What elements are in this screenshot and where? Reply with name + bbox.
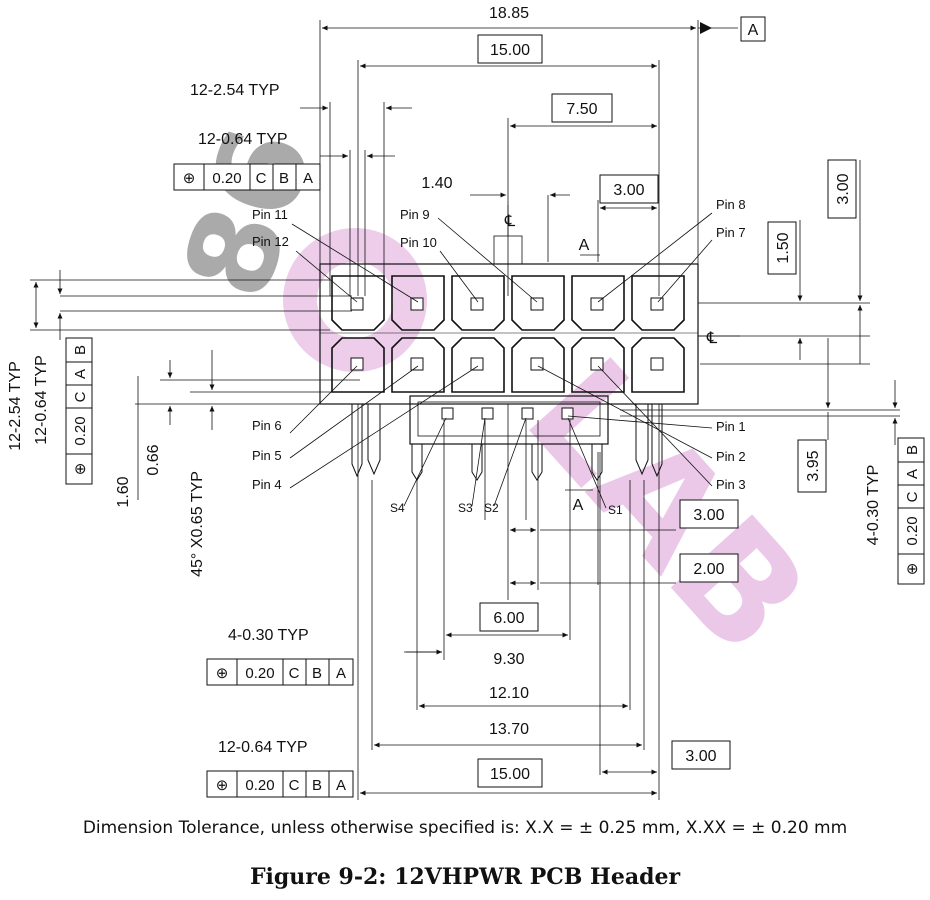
dim-pitch-top: 3.00 [613, 182, 644, 199]
signal-label-s3: S3 [458, 501, 473, 515]
pin-label-12: Pin 12 [252, 234, 289, 249]
dim-peg-typ-left: 4-0.30 TYP [228, 627, 309, 644]
fcf-ref-c: C [72, 391, 89, 402]
fcf-ref-b: B [312, 665, 322, 682]
pin-label-4: Pin 4 [252, 477, 282, 492]
pin-labels: Pin 11 Pin 12 Pin 9 Pin 10 Pin 8 Pin 7 P… [252, 197, 746, 492]
fcf-ref-a: A [336, 665, 346, 682]
fcf-symbol: ⊕ [216, 665, 229, 682]
fcf-right-vertical: ⊕ 0.20 C A B [897, 437, 925, 585]
dimension-lines [30, 20, 900, 800]
fcf-ref-a: A [336, 777, 346, 794]
pin-label-2: Pin 2 [716, 449, 746, 464]
fcf-ref-a: A [303, 170, 313, 187]
dim-body-width: 15.00 [490, 42, 530, 59]
dim-typ-pitch-left: 12-2.54 TYP [7, 361, 24, 451]
fcf-tol: 0.20 [72, 416, 89, 445]
pin-squares [350, 297, 664, 420]
fcf-tol: 0.20 [212, 170, 241, 187]
dim-height-150: 1.50 [775, 232, 792, 263]
fcf-ref-b: B [312, 777, 322, 794]
fcf-ref-c: C [289, 665, 300, 682]
watermark-pink-text: LAB [493, 328, 840, 687]
pin-leaders [289, 212, 713, 509]
dim-height-300: 3.00 [835, 173, 852, 204]
pin-label-6: Pin 6 [252, 418, 282, 433]
fcf-bottom-left-1: ⊕ 0.20 C B A [206, 658, 354, 686]
fcf-ref-a: A [904, 469, 921, 479]
fcf-ref-c: C [289, 777, 300, 794]
dim-pin-typ-bottom: 12-0.64 TYP [218, 739, 308, 756]
dim-600: 6.00 [493, 610, 524, 627]
dim-right-200: 2.00 [693, 561, 724, 578]
latch-outline [409, 395, 609, 445]
pin-label-8: Pin 8 [716, 197, 746, 212]
dim-160: 1.60 [115, 476, 132, 507]
signal-label-s1: S1 [608, 503, 623, 517]
dimension-texts: 18.85 15.00 7.50 3.00 1.40 ℄ A ℄ 12-2.54… [7, 5, 882, 788]
fcf-ref-b: B [279, 170, 289, 187]
dim-1370: 13.70 [489, 721, 529, 738]
dim-1210: 12.10 [489, 685, 529, 702]
pin-label-3: Pin 3 [716, 477, 746, 492]
fcf-symbol: ⊕ [183, 170, 196, 187]
dim-height-395: 3.95 [805, 450, 822, 481]
signal-label-s2: S2 [484, 501, 499, 515]
dim-typ-pin-left: 12-0.64 TYP [33, 355, 50, 445]
tolerance-note: Dimension Tolerance, unless otherwise sp… [82, 818, 848, 838]
fcf-top-left: ⊕ 0.20 C B A [173, 163, 321, 191]
signal-label-s4: S4 [390, 501, 405, 515]
centerline-right: ℄ [706, 330, 718, 347]
datum-a-label: A [748, 22, 759, 39]
dim-bottom-300: 3.00 [685, 748, 716, 765]
fcf-left-vertical: ⊕ 0.20 C A B [65, 337, 93, 485]
pin-label-1: Pin 1 [716, 419, 746, 434]
fcf-ref-b: B [904, 445, 921, 455]
centerline-top: ℄ [504, 213, 516, 230]
fcf-symbol: ⊕ [216, 777, 229, 794]
datum-a-bottom: A [573, 497, 584, 514]
pin-label-9: Pin 9 [400, 207, 430, 222]
dim-066: 0.66 [145, 444, 162, 475]
signal-labels: S4 S3 S2 S1 [390, 501, 623, 517]
fcf-ref-a: A [72, 369, 89, 379]
dim-overall-width: 18.85 [489, 5, 529, 22]
pin-label-10: Pin 10 [400, 235, 437, 250]
fcf-ref-c: C [256, 170, 267, 187]
cavities-bottom-row [331, 337, 685, 393]
dim-chamfer: 45° X0.65 TYP [189, 471, 206, 577]
pcb-tails [351, 404, 663, 481]
fcf-ref-c: C [904, 491, 921, 502]
fcf-bottom-left-2: ⊕ 0.20 C B A [206, 770, 354, 798]
fcf-tol: 0.20 [245, 665, 274, 682]
pin-label-5: Pin 5 [252, 448, 282, 463]
fcf-symbol: ⊕ [72, 463, 89, 476]
fcf-symbol: ⊕ [904, 563, 921, 576]
fcf-tol: 0.20 [904, 516, 921, 545]
watermark-pink-ring [283, 228, 427, 372]
fcf-ref-b: B [72, 345, 89, 355]
dim-right-300: 3.00 [693, 507, 724, 524]
datum-a-top: A [579, 237, 590, 254]
pin-label-7: Pin 7 [716, 225, 746, 240]
dim-930: 9.30 [493, 651, 524, 668]
dim-typ-pitch-top: 12-2.54 TYP [190, 82, 280, 99]
datum-a-flag: A [700, 16, 766, 42]
pin-label-11: Pin 11 [252, 207, 288, 222]
dim-peg-typ-right: 4-0.30 TYP [865, 465, 882, 546]
figure-caption: Figure 9-2: 12VHPWR PCB Header [249, 864, 681, 890]
dim-offset-140: 1.40 [421, 175, 452, 192]
dim-bottom-1500: 15.00 [490, 766, 530, 783]
dim-typ-pin-top: 12-0.64 TYP [198, 131, 288, 148]
fcf-tol: 0.20 [245, 777, 274, 794]
dim-half-width: 7.50 [566, 101, 597, 118]
